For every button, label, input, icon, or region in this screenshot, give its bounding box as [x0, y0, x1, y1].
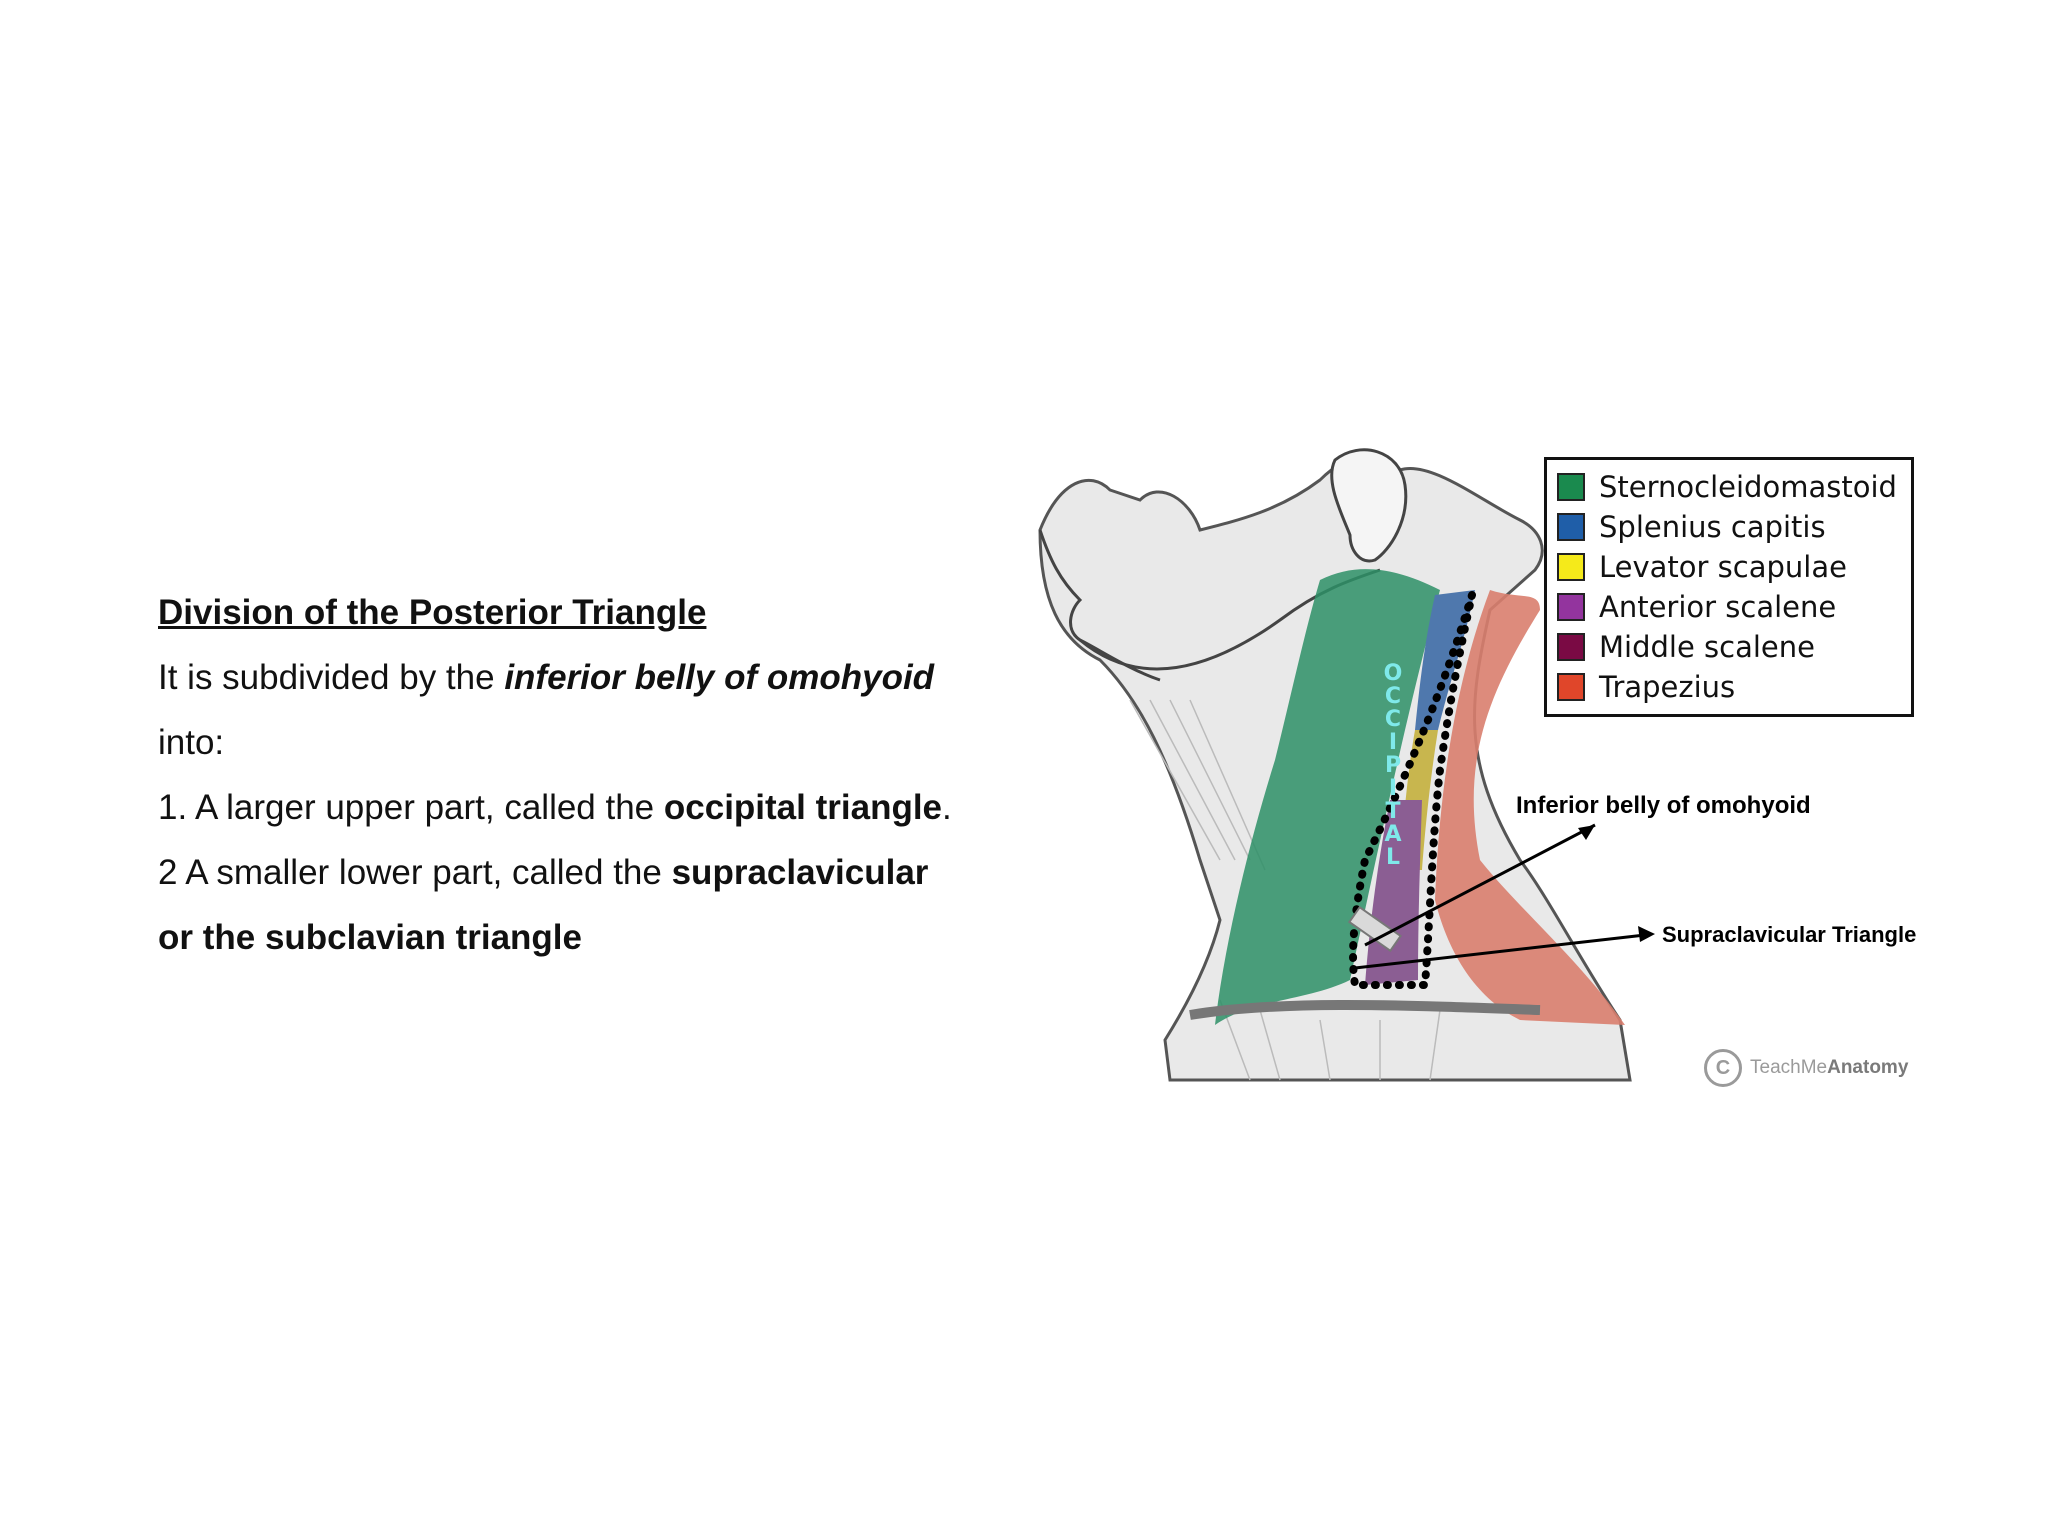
trapezius-region — [1435, 590, 1625, 1025]
occipital-letter: T — [1385, 799, 1401, 824]
clavicle — [1189, 1000, 1541, 1020]
legend-swatch — [1557, 473, 1585, 501]
occipital-letter: C — [1384, 707, 1402, 732]
supraclavicular-emphasis: supraclavicular — [671, 853, 929, 892]
intro-line: It is subdivided by the inferior belly o… — [158, 645, 1018, 710]
omohyoid-arrow — [1364, 823, 1596, 947]
item-1: 1. A larger upper part, called the occip… — [158, 775, 1018, 840]
omohyoid-emphasis: inferior belly of omohyoid — [504, 658, 935, 697]
legend-label: Levator scapulae — [1599, 550, 1847, 584]
item-1-suffix: . — [942, 788, 952, 827]
slide-heading: Division of the Posterior Triangle — [158, 593, 707, 632]
credit-anatomy: Anatomy — [1827, 1057, 1909, 1078]
supraclavicular-arrowhead — [1638, 926, 1655, 942]
posterior-triangle-border — [1349, 593, 1476, 989]
supraclavicular-arrow — [1354, 933, 1646, 970]
legend-item: Sternocleidomastoid — [1557, 467, 1897, 507]
item-2-continued: or the subclavian triangle — [158, 918, 582, 957]
occipital-letter: O — [1383, 661, 1403, 686]
muscle-legend: Sternocleidomastoid Splenius capitis Lev… — [1544, 457, 1914, 717]
slide-text: Division of the Posterior Triangle It is… — [158, 580, 1018, 970]
occipital-letter: I — [1388, 776, 1398, 801]
occipital-letter: P — [1384, 753, 1402, 778]
splenius-capitis-region — [1415, 590, 1475, 730]
legend-swatch — [1557, 513, 1585, 541]
omohyoid-arrowhead — [1578, 825, 1595, 840]
legend-item: Trapezius — [1557, 667, 1735, 707]
legend-label: Sternocleidomastoid — [1599, 470, 1897, 504]
legend-swatch — [1557, 673, 1585, 701]
ear — [1330, 448, 1408, 563]
legend-item: Levator scapulae — [1557, 547, 1847, 587]
credit-text: TeachMeAnatomy — [1750, 1057, 1908, 1079]
legend-swatch — [1557, 633, 1585, 661]
legend-swatch — [1557, 553, 1585, 581]
legend-item: Splenius capitis — [1557, 507, 1826, 547]
occipital-letter: A — [1384, 822, 1402, 847]
legend-swatch — [1557, 593, 1585, 621]
occipital-letter: L — [1385, 845, 1401, 870]
legend-label: Trapezius — [1599, 670, 1736, 704]
legend-item: Anterior scalene — [1557, 587, 1836, 627]
teachmeanatomy-credit: C TeachMeAnatomy — [1704, 1049, 1908, 1087]
legend-label: Splenius capitis — [1599, 510, 1826, 544]
legend-item: Middle scalene — [1557, 627, 1815, 667]
omohyoid-belly — [1347, 905, 1403, 953]
legend-label: Middle scalene — [1599, 630, 1815, 664]
occipital-emphasis: occipital triangle — [663, 788, 943, 827]
occipital-letter: C — [1384, 684, 1402, 709]
omohyoid-callout: Inferior belly of omohyoid — [1516, 792, 1811, 819]
item-1-prefix: 1. A larger upper part, called the — [158, 788, 664, 827]
intro-prefix: It is subdivided by the — [158, 658, 505, 697]
sternocleidomastoid-region — [1215, 569, 1440, 1025]
item-2: 2 A smaller lower part, called the supra… — [158, 840, 1018, 905]
legend-label: Anterior scalene — [1599, 590, 1837, 624]
into-line: into: — [158, 723, 225, 762]
neck-illustration — [1038, 448, 1655, 1082]
supraclavicular-callout: Supraclavicular Triangle — [1662, 922, 1917, 947]
item-2-prefix: 2 A smaller lower part, called the — [158, 853, 672, 892]
credit-teach: TeachMe — [1750, 1057, 1828, 1078]
copyright-icon: C — [1704, 1049, 1742, 1087]
occipital-letter: I — [1388, 730, 1398, 755]
